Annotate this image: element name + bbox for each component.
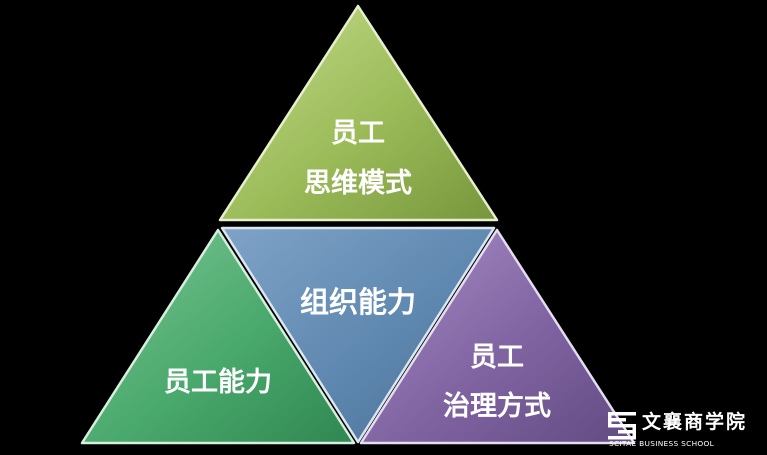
left-triangle-label: 员工能力 [164, 366, 272, 398]
center-triangle-label: 组织能力 [300, 285, 416, 319]
top-triangle: 员工 思维模式 [218, 4, 499, 222]
top-triangle-line2: 思维模式 [304, 168, 412, 199]
left-triangle: 员工能力 [80, 228, 356, 445]
brand-watermark: 文襄商学院 SCITAE BUSINESS SCHOOL [606, 410, 761, 450]
right-triangle: 员工 治理方式 [359, 228, 636, 445]
brand-name-cn: 文襄商学院 [642, 411, 748, 433]
center-triangle: 组织能力 [220, 226, 496, 444]
top-triangle-line1: 员工 [331, 118, 385, 149]
scitae-logo-icon [608, 412, 636, 440]
right-triangle-line1: 员工 [470, 342, 524, 373]
brand-name-en: SCITAE BUSINESS SCHOOL [609, 439, 715, 448]
right-triangle-line2: 治理方式 [443, 390, 551, 422]
